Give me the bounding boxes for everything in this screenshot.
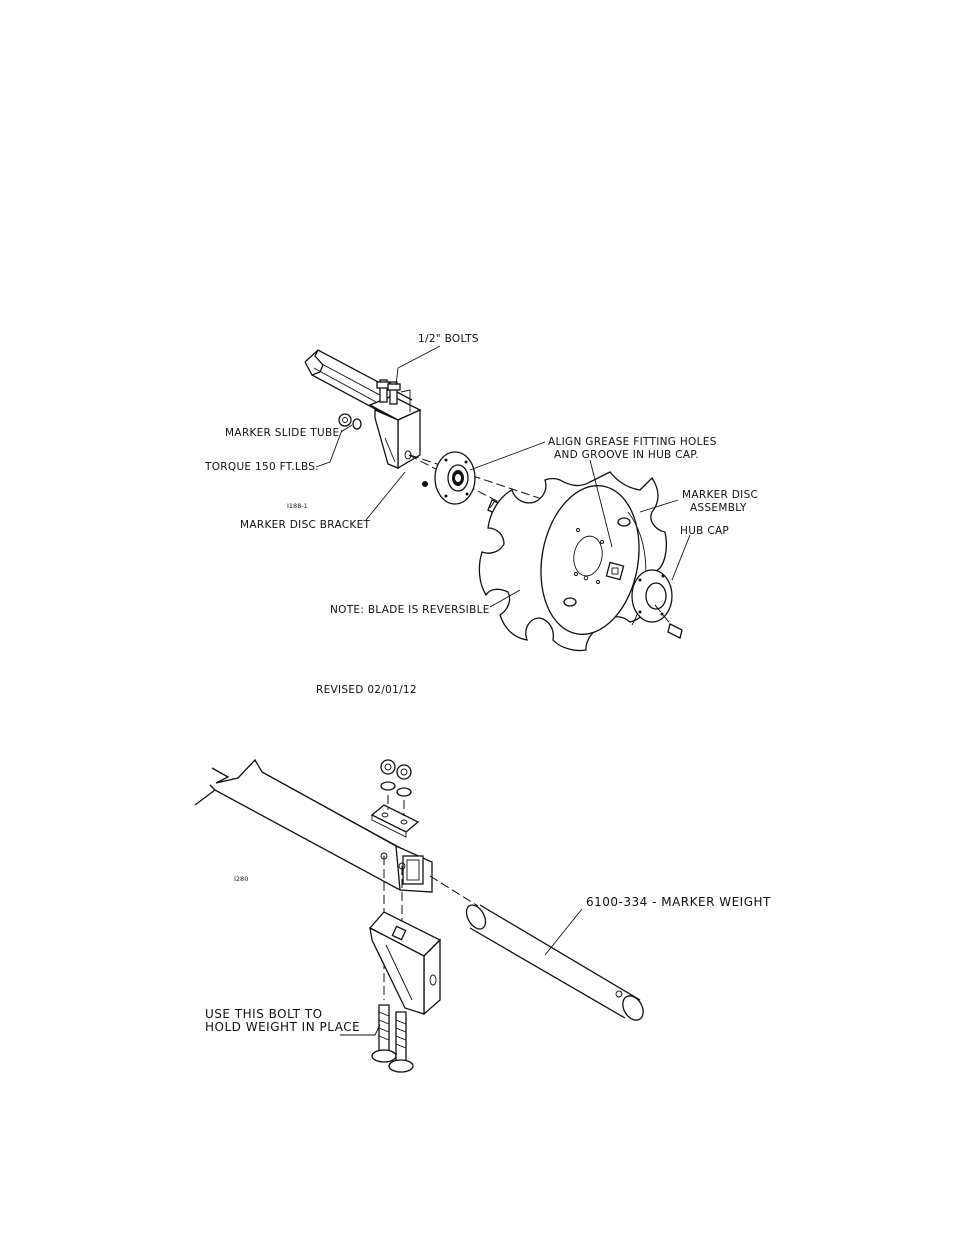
clamp-plate-drawing [372,805,418,837]
hub-cap-drawing [632,570,672,622]
bottom-bolts-drawing [372,1005,413,1072]
label-bolt-line-2: HOLD WEIGHT IN PLACE [205,1020,360,1034]
label-align-line-1: ALIGN GREASE FITTING HOLES [548,436,717,448]
label-bolt-line-1: USE THIS BOLT TO [205,1007,323,1021]
label-note-blade-reversible: NOTE: BLADE IS REVERSIBLE [330,604,490,616]
label-align-line-2: AND GROOVE IN HUB CAP. [554,449,699,461]
label-hub-cap: HUB CAP [680,525,729,537]
marker-disc-blade-drawing [479,472,666,651]
label-drawing-number-upper: I188-1 [287,502,308,510]
hub-drawing [435,452,475,504]
label-marker-disc-line-2: ASSEMBLY [690,502,747,514]
label-marker-weight: 6100-334 - MARKER WEIGHT [586,895,771,909]
weight-bracket-drawing [370,912,440,1014]
label-marker-slide-tube: MARKER SLIDE TUBE [225,427,339,439]
marker-weight-drawing [463,902,648,1024]
top-nuts-drawing [381,760,411,796]
label-torque: TORQUE 150 FT.LBS. [204,461,319,473]
label-marker-disc-line-1: MARKER DISC [682,489,758,501]
marker-disc-bracket-drawing [370,380,420,468]
label-bolts: 1/2" BOLTS [418,333,479,345]
marker-disc-assembly-diagram: 1/2" BOLTS MARKER SLIDE TUBE TORQUE 150 … [204,333,758,651]
revised-date: REVISED 02/01/12 [316,684,417,696]
marker-weight-diagram: I280 6100-334 - MARKER WEIGHT USE THIS B… [195,760,771,1072]
hub-nut-drawing [422,481,428,487]
label-marker-disc-bracket: MARKER DISC BRACKET [240,519,371,531]
label-drawing-number-lower: I280 [234,875,248,883]
